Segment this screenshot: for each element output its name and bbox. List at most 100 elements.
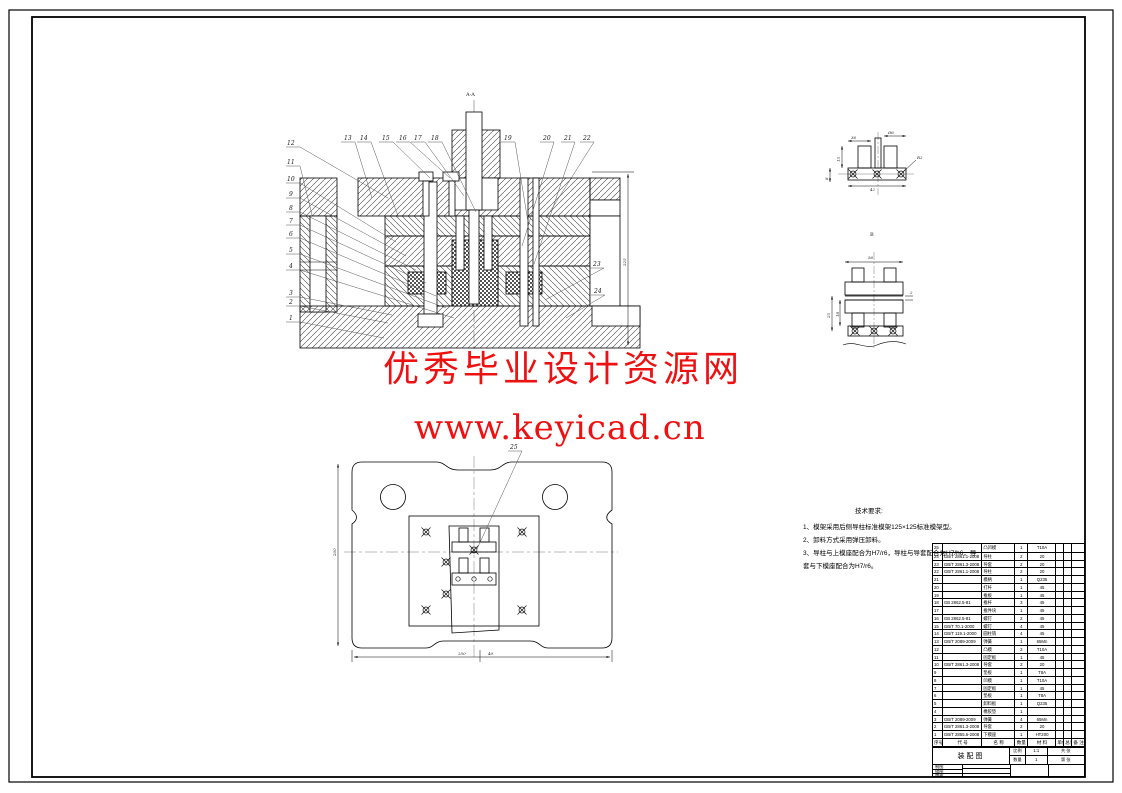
bom-cell-note <box>1072 675 1084 684</box>
callout-5: 5 <box>289 247 293 254</box>
bom-row: 9 垫板 1 T8A <box>933 668 1084 676</box>
bom-row: 10 GB/T 2861.3-2008 导套 2 20 <box>933 660 1084 668</box>
bom-row: 2 GB/T 2861.3-2008 导套 2 20 <box>933 722 1084 730</box>
bom-row: 3 GB/T 2089-2009 弹簧 4 65Mn <box>933 714 1084 723</box>
bom-cell-weight-unit <box>1056 652 1065 661</box>
bom-cell-name: 圆柱销 <box>982 629 1015 637</box>
bom-row: 5 卸料板 1 Q235 <box>933 699 1084 707</box>
sign-check: 审核 <box>935 773 944 779</box>
bom-cell-code <box>942 668 983 676</box>
bom-table: 25 凸凹模 1 T10A 24 GB/T 2861.1-2008 导柱 2 2… <box>932 543 1085 748</box>
bom-cell-no: 19 <box>933 590 943 599</box>
bom-cell-qty: 1 <box>1014 730 1028 738</box>
main-dimension: 225 <box>592 171 634 345</box>
bom-cell-note <box>1072 644 1084 653</box>
bom-cell-weight-unit <box>1056 613 1065 622</box>
bom-cell-code <box>942 606 983 614</box>
bom-cell-note <box>1072 683 1084 692</box>
callout-3: 3 <box>289 290 293 297</box>
bom-cell-code <box>943 544 983 552</box>
bom-row: 17 推件块 1 45 <box>933 606 1084 614</box>
bom-cell-no: 4 <box>933 706 943 715</box>
bom-cell-note <box>1072 722 1084 730</box>
bom-cell-name: 导柱 <box>982 567 1015 575</box>
bom-cell-weight-unit <box>1056 699 1065 707</box>
bom-cell-code <box>942 706 983 715</box>
bom-cell-qty: 1 <box>1014 606 1028 614</box>
bom-cell-no: 13 <box>933 637 943 645</box>
bom-cell-note <box>1072 629 1084 637</box>
bom-cell-weight-unit <box>1056 675 1065 684</box>
bom-cell-material: T10A <box>1027 644 1057 653</box>
bom-cell-material: 45 <box>1027 683 1057 692</box>
bom-cell-no: 23 <box>933 559 943 568</box>
bom-cell-material: 20 <box>1027 722 1057 730</box>
bom-cell-qty: 2 <box>1014 660 1028 668</box>
scale-value: 1:1 <box>1033 748 1040 753</box>
bom-cell-note <box>1072 660 1084 668</box>
bom-cell-code <box>942 582 983 591</box>
bom-cell-no: 17 <box>933 606 943 614</box>
bom-row: 4 橡胶垫 1 <box>933 706 1084 715</box>
bom-cell-qty: 2 <box>1014 567 1028 575</box>
bom-cell-weight-total <box>1064 699 1073 707</box>
bom-row: 1 GB/T 2855.6-2008 下模座 1 HT200 <box>933 730 1084 738</box>
bom-cell-material: 20 <box>1027 559 1057 568</box>
plan-view: 25 250 40 200 <box>332 444 618 662</box>
drawing-frame <box>8 9 1114 783</box>
bom-cell-no: 22 <box>933 567 943 575</box>
bom-row: 24 GB/T 2861.1-2008 导柱 2 20 <box>933 551 1084 560</box>
bom-header-note: 备 注 <box>1072 737 1084 745</box>
bom-header-weight-unit: 单件 <box>1056 737 1065 747</box>
bom-cell-material: 45 <box>1027 606 1057 614</box>
callout-11: 11 <box>287 159 295 166</box>
tech-note-item: 1、模架采用后侧导柱标准模架125×125标准模架型。 <box>803 524 956 531</box>
bom-cell-code <box>942 675 983 684</box>
callout-13: 13 <box>344 135 352 142</box>
plan-offset-dim: 40 <box>487 651 494 656</box>
bom-cell-qty: 1 <box>1014 575 1028 583</box>
callout-22: 22 <box>582 135 591 142</box>
callout-16: 16 <box>399 135 407 142</box>
bom-row: 16 GB 2862.5-81 螺钉 2 45 <box>933 613 1084 622</box>
scale-label: 比例 <box>1010 747 1026 755</box>
bom-cell-material: 45 <box>1027 652 1057 661</box>
bom-cell-weight-total <box>1064 544 1073 552</box>
bom-row: 6 垫板 1 T8A <box>933 691 1084 699</box>
watermark-line2: www.keyicad.cn <box>414 408 706 448</box>
detail2-dim-gap: 2 <box>909 290 913 295</box>
bom-cell-code: GB 2862.5-81 <box>942 598 983 606</box>
bom-cell-note <box>1072 730 1084 738</box>
bom-cell-no: 1 <box>933 730 943 738</box>
tech-notes-title: 技术要求: <box>855 508 883 515</box>
sheet-number: 第 张 <box>1060 756 1071 762</box>
bom-cell-material: T10A <box>1028 544 1057 552</box>
bom-cell-qty: 1 <box>1014 668 1028 676</box>
bom-cell-qty: 1 <box>1014 691 1028 699</box>
bom-cell-note <box>1072 598 1084 606</box>
bom-cell-material: T8A <box>1027 668 1057 676</box>
bom-cell-weight-unit <box>1056 606 1065 614</box>
detail1-dim-top-left: 36 <box>851 135 857 140</box>
main-height-dim: 225 <box>622 258 627 267</box>
bom-cell-weight-total <box>1064 660 1073 668</box>
bom-cell-code <box>942 683 983 692</box>
sign-blank-cells <box>963 765 1011 778</box>
bom-cell-note <box>1072 575 1084 583</box>
bom-cell-material: 20 <box>1027 551 1057 560</box>
bom-cell-weight-total <box>1064 722 1073 730</box>
callout-6: 6 <box>289 231 293 238</box>
bom-cell-weight-total <box>1064 675 1073 684</box>
bom-cell-qty: 1 <box>1014 706 1028 715</box>
bom-cell-code: GB/T 70.1-2000 <box>942 621 983 630</box>
bom-cell-qty: 3 <box>1014 598 1028 606</box>
bom-cell-weight-total <box>1064 575 1073 583</box>
bom-cell-name: 推杆 <box>982 598 1015 606</box>
bom-cell-no: 16 <box>933 613 943 622</box>
bom-cell-qty: 1 <box>1014 652 1028 661</box>
bom-cell-code: GB/T 2861.1-2008 <box>942 567 983 575</box>
bom-cell-code: GB/T 2861.3-2008 <box>942 559 983 568</box>
bom-cell-no: 2 <box>933 722 943 730</box>
main-callouts <box>286 141 606 339</box>
bom-cell-weight-unit <box>1056 668 1065 676</box>
